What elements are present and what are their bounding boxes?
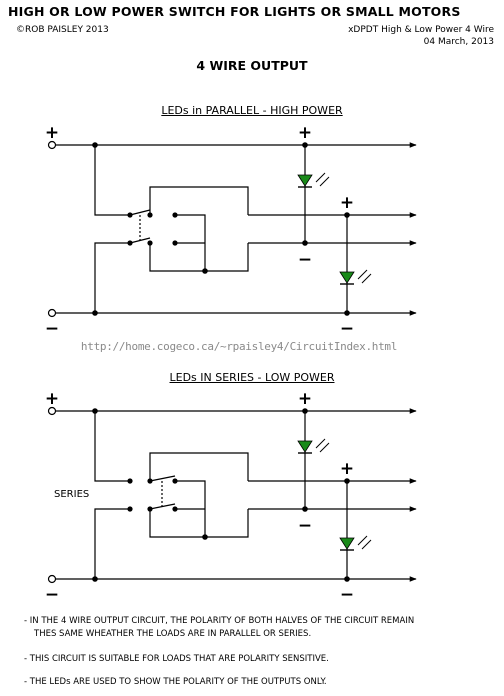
minus-symbol: − xyxy=(298,516,312,536)
series-polarity-marks: + − + − + − xyxy=(45,389,354,605)
minus-symbol: − xyxy=(45,319,59,339)
switch-lever-lower xyxy=(149,503,176,510)
led-series-upper xyxy=(297,438,330,454)
plus-symbol: + xyxy=(298,123,312,143)
diagram-heading: 4 WIRE OUTPUT xyxy=(196,58,308,73)
page-title: HIGH OR LOW POWER SWITCH FOR LIGHTS OR S… xyxy=(8,4,461,19)
parallel-polarity-marks: + − + − + − xyxy=(45,123,354,339)
parallel-circuit xyxy=(47,140,417,318)
plus-input-terminal xyxy=(47,406,57,416)
led-series-lower xyxy=(339,535,372,551)
source-url: http://home.cogeco.ca/~rpaisley4/Circuit… xyxy=(80,340,398,353)
series-section-title: LEDs IN SERIES - LOW POWER xyxy=(169,371,335,384)
minus-input-terminal xyxy=(47,308,57,318)
copyright: ©ROB PAISLEY 2013 xyxy=(16,25,109,35)
plus-input-terminal xyxy=(47,140,57,150)
series-switch-label: SERIES xyxy=(54,489,90,500)
series-nodes xyxy=(92,408,350,582)
switch-lever-lower xyxy=(129,237,151,244)
led-parallel-upper xyxy=(297,172,330,188)
subtitle-line-1: xDPDT High & Low Power 4 Wire xyxy=(348,25,494,35)
switch-lever-upper xyxy=(129,209,151,216)
note-2: - THIS CIRCUIT IS SUITABLE FOR LOADS THA… xyxy=(24,654,329,664)
parallel-section-title: LEDs in PARALLEL - HIGH POWER xyxy=(161,104,343,117)
note-1: - IN THE 4 WIRE OUTPUT CIRCUIT, THE POLA… xyxy=(24,616,415,626)
minus-symbol: − xyxy=(340,585,354,605)
led-parallel-lower xyxy=(339,269,372,285)
minus-symbol: − xyxy=(45,585,59,605)
plus-symbol: + xyxy=(298,389,312,409)
minus-symbol: − xyxy=(298,250,312,270)
switch-lever-upper xyxy=(149,475,176,482)
plus-symbol: + xyxy=(45,123,59,143)
note-3: - THE LEDs ARE USED TO SHOW THE POLARITY… xyxy=(24,677,327,687)
plus-symbol: + xyxy=(340,193,354,213)
plus-symbol: + xyxy=(340,459,354,479)
plus-symbol: + xyxy=(45,389,59,409)
note-1-continued: THES SAME WHEATHER THE LOADS ARE IN PARA… xyxy=(34,629,312,639)
parallel-nodes xyxy=(92,142,350,316)
minus-symbol: − xyxy=(340,319,354,339)
minus-input-terminal xyxy=(47,574,57,584)
series-circuit xyxy=(47,406,417,584)
subtitle-line-2: 04 March, 2013 xyxy=(423,37,494,47)
